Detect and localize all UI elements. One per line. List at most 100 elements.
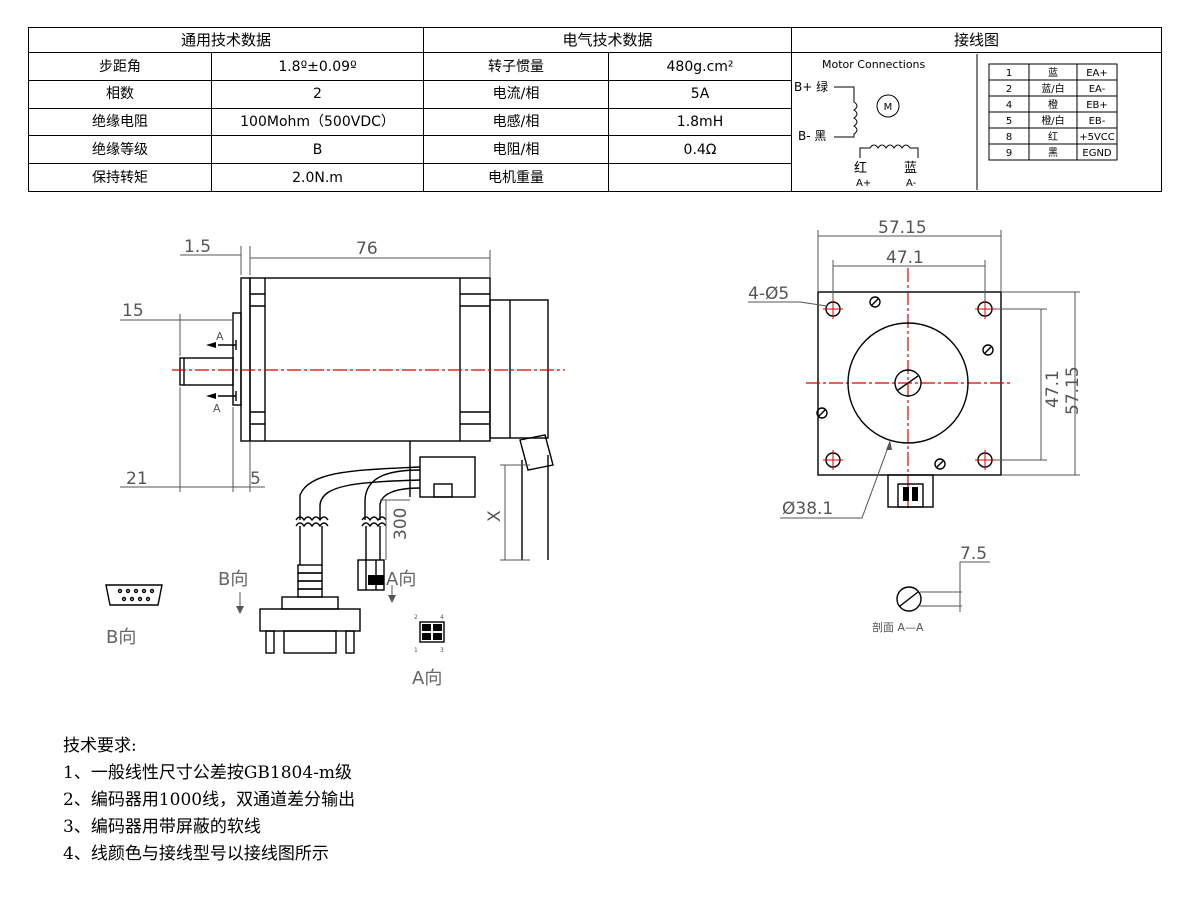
- pin-row: 2 蓝/白 EA-: [1006, 82, 1106, 95]
- pin-row: 4 橙 EB+: [1006, 98, 1108, 111]
- flange-plate: [240, 277, 251, 442]
- note-item: 3、编码器用带屏蔽的软线: [63, 817, 261, 837]
- pilot-circle: [847, 322, 969, 444]
- section-mark-bottom: A: [213, 402, 221, 415]
- spec-label: 步距角: [28, 52, 212, 82]
- pin-color: 橙/白: [1041, 114, 1064, 127]
- pin-number: 2: [1006, 84, 1012, 95]
- pin-signal: EA+: [1086, 68, 1108, 79]
- view-a-label-top: A向: [386, 569, 416, 590]
- spec-value: [608, 163, 793, 192]
- pin-row: 5 橙/白 EB-: [1006, 114, 1106, 127]
- dim-shaft: 15: [122, 301, 144, 321]
- pin-number: 9: [1006, 148, 1012, 159]
- view-b-label: B向: [106, 627, 136, 648]
- pin-row: 9 黑 EGND: [1006, 147, 1112, 159]
- dim-cable: 300: [391, 508, 411, 540]
- front-view: 57.15 47.1 47.1 57.15 4-Ø5 Ø38.1 7.5 剖面 …: [748, 218, 1083, 634]
- header-general: 通用技术数据: [27, 26, 425, 54]
- spec-label: 电机重量: [423, 163, 610, 192]
- notes-title: 技术要求:: [63, 736, 137, 756]
- pin-row: 1 蓝 EA+: [1006, 67, 1108, 79]
- spec-label: 绝缘等级: [28, 135, 212, 165]
- conn-pin-3: 3: [440, 647, 444, 654]
- dim-holes: 47.1: [886, 248, 924, 268]
- wiring-red: 红: [854, 160, 867, 176]
- pin-signal: EA-: [1089, 84, 1106, 95]
- section-aa-label: 剖面 A—A: [872, 620, 924, 634]
- spec-label: 相数: [28, 80, 212, 109]
- wiring-diagram: Motor Connections B+ 绿 B- 黑 M 红 蓝 A+ A- …: [791, 52, 1163, 192]
- wiring-a-minus: A-: [906, 178, 917, 189]
- dim-x: X: [485, 510, 505, 522]
- spec-label: 电阻/相: [423, 135, 610, 165]
- side-view: A A: [105, 237, 565, 689]
- mount-hole-icon: [823, 299, 995, 470]
- pin-table: 1 蓝 EA+ 2 蓝/白 EA- 4 橙 EB+ 5 橙/白 EB- 8 红 +5VCC 9 黑 EGND: [988, 63, 1118, 161]
- spec-label: 绝缘电阻: [28, 107, 212, 137]
- note-item: 2、编码器用1000线，双通道差分输出: [63, 790, 356, 810]
- dim-body: 76: [356, 239, 378, 259]
- spec-value: 1.8mH: [608, 107, 793, 137]
- spec-value: 2.0N.m: [210, 163, 425, 192]
- spec-value: 1.8º±0.09º: [210, 52, 425, 82]
- pin-number: 1: [1006, 68, 1012, 79]
- pin-signal: EB+: [1086, 100, 1108, 111]
- technical-requirements: 技术要求: 1、一般线性尺寸公差按GB1804-m级 2、编码器用1000线，双…: [63, 733, 355, 868]
- conn-pin-4: 4: [440, 614, 444, 621]
- pin-number: 4: [1006, 100, 1012, 111]
- pin-color: 橙: [1048, 98, 1058, 111]
- wiring-b-plus: B+ 绿: [794, 79, 828, 94]
- dim-holes-v: 47.1: [1043, 370, 1063, 408]
- pin-color: 蓝: [1048, 67, 1058, 79]
- spec-table: 通用技术数据 电气技术数据 接线图 步距角 1.8º±0.09º 转子惯量 48…: [27, 26, 1163, 192]
- pin-number: 5: [1006, 116, 1012, 127]
- conn-pin-1: 1: [414, 647, 418, 654]
- pin-color: 黑: [1048, 147, 1058, 159]
- section-aa-icon: [896, 586, 922, 612]
- pilot-label: Ø38.1: [782, 499, 833, 519]
- pin-signal: EB-: [1089, 116, 1106, 127]
- dim-flat: 7.5: [960, 544, 987, 564]
- spec-value: 480g.cm²: [608, 52, 793, 82]
- view-b-label-top: B向: [218, 569, 248, 590]
- dim-boss: 5: [250, 469, 261, 489]
- db9-plug: [259, 608, 361, 632]
- connector-face-icon: [419, 621, 445, 643]
- wiring-title: Motor Connections: [822, 58, 926, 71]
- header-wiring: 接线图: [791, 26, 1163, 54]
- view-a-label: A向: [412, 668, 442, 689]
- spec-label: 保持转矩: [28, 163, 212, 192]
- wiring-blue: 蓝: [904, 161, 917, 176]
- pin-row: 8 红 +5VCC: [1006, 130, 1115, 143]
- motor-symbol-letter: M: [884, 102, 893, 113]
- wiring-b-minus: B- 黑: [798, 129, 826, 143]
- dim-flange: 1.5: [184, 237, 211, 257]
- motor-symbol-icon: [876, 94, 900, 118]
- wiring-a-plus: A+: [856, 178, 871, 189]
- connector-tab: [887, 474, 934, 508]
- spec-label: 电感/相: [423, 107, 610, 137]
- spec-label: 电流/相: [423, 80, 610, 109]
- db9-face-icon: [105, 584, 163, 606]
- pin-number: 8: [1006, 132, 1012, 143]
- note-item: 4、线颜色与接线型号以接线图所示: [63, 844, 329, 864]
- spec-value: 2: [210, 80, 425, 109]
- dim-outer: 57.15: [878, 218, 927, 238]
- pin-signal: EGND: [1082, 148, 1112, 159]
- note-item: 1、一般线性尺寸公差按GB1804-m级: [63, 763, 353, 783]
- spec-value: 100Mohm（500VDC）: [210, 107, 425, 137]
- wiring-svg: Motor Connections B+ 绿 B- 黑 M 红 蓝 A+ A- …: [794, 54, 1118, 191]
- motor-shaft: [179, 357, 234, 386]
- conn-pin-2: 2: [414, 614, 418, 621]
- hole-label: 4-Ø5: [748, 284, 789, 304]
- motor-body: [249, 277, 491, 442]
- pin-signal: +5VCC: [1079, 132, 1115, 143]
- dim-shaft-total: 21: [126, 469, 148, 489]
- pin-color: 红: [1048, 130, 1058, 143]
- shaft-circle: [894, 369, 922, 397]
- dim-outer-v: 57.15: [1063, 366, 1083, 415]
- header-electrical: 电气技术数据: [423, 26, 793, 54]
- pin-color: 蓝/白: [1041, 82, 1064, 95]
